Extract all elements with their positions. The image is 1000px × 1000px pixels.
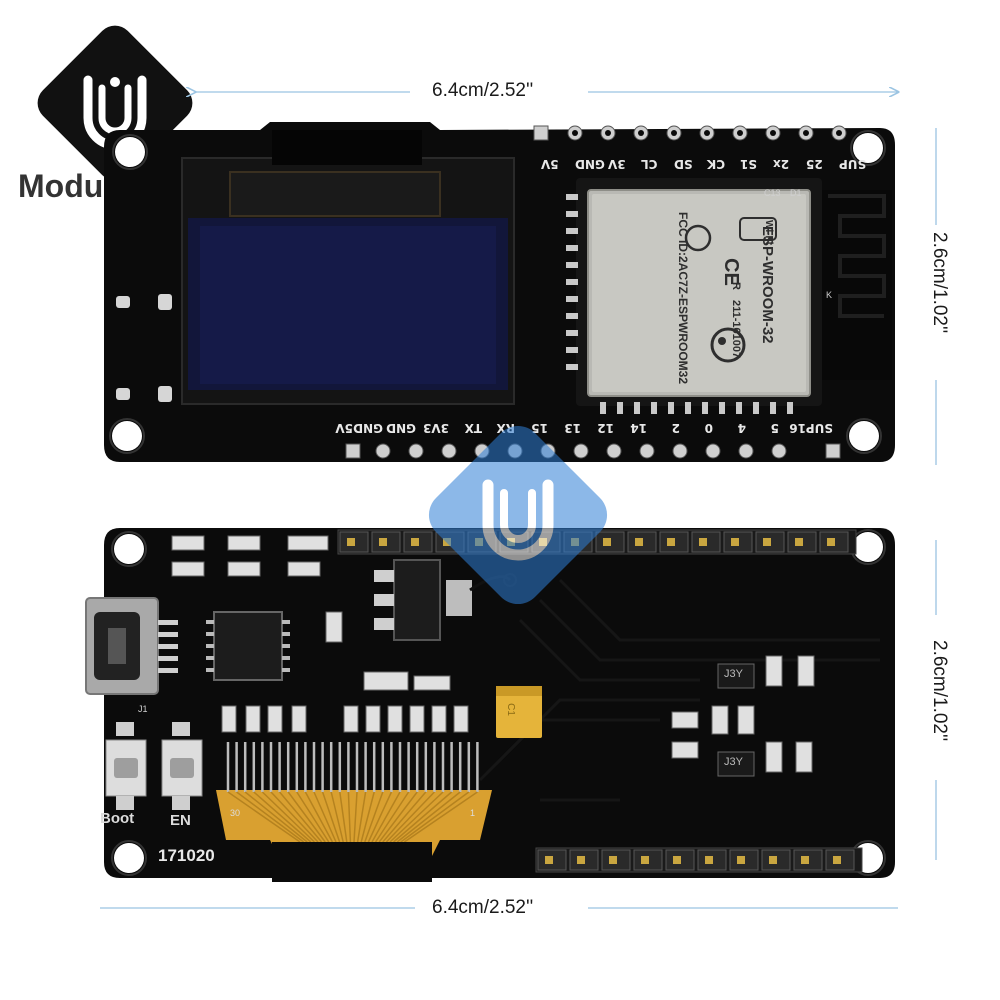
top-pin-label: SD xyxy=(674,157,693,171)
bottom-pin-label: 13 xyxy=(564,421,581,435)
bottom-pin-label: 4 xyxy=(738,421,746,435)
bottom-pin-label: 5V xyxy=(335,421,353,435)
flex-label-right: 1 xyxy=(470,808,476,818)
capacitor-mark: C1 xyxy=(504,703,516,716)
bottom-pin-label: TX xyxy=(464,421,482,435)
j1-label: J1 xyxy=(138,704,148,714)
ic-mark-2: J3Y xyxy=(724,756,743,768)
boot-button-label: Boot xyxy=(100,810,135,827)
voltage-regulator xyxy=(393,559,441,641)
date-code-label: 171020 xyxy=(158,846,215,865)
bottom-pin-label: 16 xyxy=(789,421,806,435)
tantalum-capacitor xyxy=(496,686,542,738)
watermark-icon xyxy=(428,425,608,605)
top-pin-label: SUP xyxy=(839,157,866,171)
bottom-pin-label: SUP xyxy=(806,421,833,435)
bottom-pin-header xyxy=(535,847,863,873)
bottom-pin-label: 15 xyxy=(531,421,548,435)
top-pin-label: 5V xyxy=(540,157,558,171)
silk-c13: C13 xyxy=(764,188,781,198)
bottom-pin-label: 0 xyxy=(705,421,713,435)
flex-label-left: 30 xyxy=(230,808,241,818)
top-pin-label: CL xyxy=(641,157,658,171)
bottom-pin-label: 2 xyxy=(672,421,680,435)
bottom-pin-label: 12 xyxy=(597,421,614,435)
bottom-pin-label: 3V3 xyxy=(423,421,449,435)
bottom-pin-label: GND xyxy=(353,421,383,435)
top-pin-label: 25 xyxy=(806,157,823,171)
top-pin-label: 2x xyxy=(773,157,789,171)
bottom-pin-label: 14 xyxy=(630,421,647,435)
top-pin-label: 3V xyxy=(607,157,625,171)
top-pin-label: CK xyxy=(706,157,725,171)
top-pin-label: GND xyxy=(575,157,605,171)
sot-ic-1 xyxy=(717,663,755,689)
sot-ic-2 xyxy=(717,751,755,777)
top-width-label: 6.4cm/2.52'' xyxy=(432,80,534,102)
bottom-pin-label: GND xyxy=(386,421,416,435)
silk-d1: D1 xyxy=(790,188,802,198)
top-pin-label: S1 xyxy=(740,157,757,171)
en-button-label: EN xyxy=(170,812,191,829)
silk-k: K xyxy=(826,290,833,300)
bottom-width-label: 6.4cm/2.52'' xyxy=(432,897,534,919)
ic-mark-1: J3Y xyxy=(724,668,743,680)
bottom-pin-label: 5 xyxy=(771,421,779,435)
usb-uart-chip xyxy=(213,611,283,681)
